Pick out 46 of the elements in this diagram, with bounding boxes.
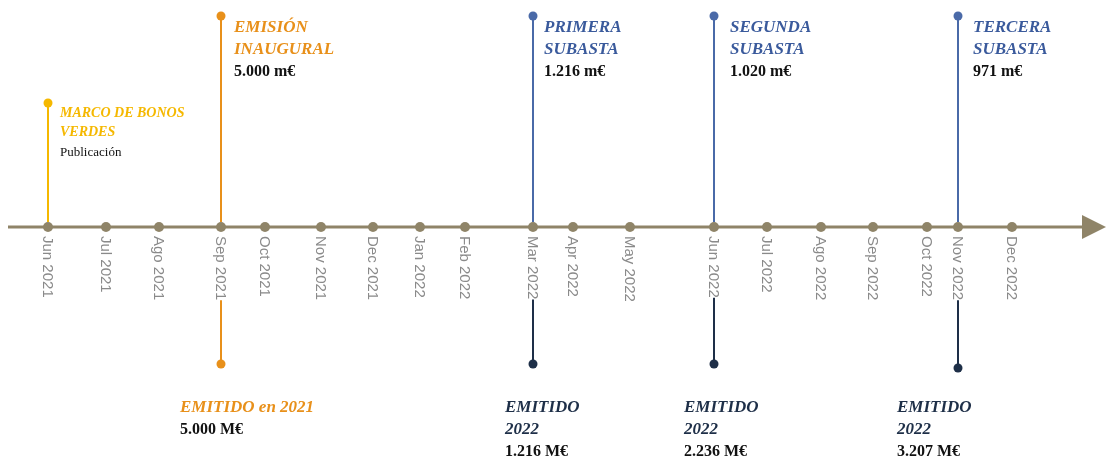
event-title: PRIMERA SUBASTA [544,16,622,60]
timeline-stem [528,298,538,369]
event-value: Publicación [60,143,123,161]
month-label: Nov 2022 [949,236,967,301]
timeline-stem [216,11,226,223]
event-value: 5.000 M€ [180,419,245,439]
month-label: Nov 2021 [312,236,330,301]
month-label: Sep 2021 [212,236,230,301]
month-label: Jul 2021 [97,236,115,293]
event-title: MARCO DE BONOS VERDES [60,104,186,141]
month-label: Apr 2022 [564,236,582,297]
month-label: Sep 2022 [864,236,882,301]
event-value: 1.020 m€ [730,61,793,81]
month-label: Jul 2022 [758,236,776,293]
month-label: Ago 2022 [812,236,830,301]
event-value: 5.000 m€ [234,61,297,81]
timeline-stem [709,296,719,369]
month-label: May 2022 [621,236,639,302]
event-title: EMITIDO en 2021 [180,396,316,418]
timeline-stem [953,11,963,223]
timeline-stem [528,11,538,223]
month-label: Dec 2021 [364,236,382,301]
month-label: Feb 2022 [456,236,474,300]
timeline-stem [709,11,719,223]
event-title: EMITIDO 2022 [684,396,760,440]
month-label: Mar 2022 [524,236,542,300]
event-title: SEGUNDA SUBASTA [730,16,812,60]
month-label: Oct 2022 [918,236,936,297]
event-value: 971 m€ [973,61,1024,81]
month-label: Jan 2022 [411,236,429,298]
timeline-stem [216,299,226,369]
month-label: Dec 2022 [1003,236,1021,301]
event-title: EMISIÓN INAUGURAL [234,16,336,60]
event-value: 2.236 M€ [684,441,749,459]
timeline-stem [43,98,53,223]
month-label: Jun 2021 [39,236,57,298]
month-label: Oct 2021 [256,236,274,297]
event-value: 3.207 M€ [897,441,962,459]
month-label: Jun 2022 [705,236,723,298]
event-title: EMITIDO 2022 [897,396,973,440]
event-title: EMITIDO 2022 [505,396,581,440]
event-title: TERCERA SUBASTA [973,16,1052,60]
event-value: 1.216 M€ [505,441,570,459]
event-value: 1.216 m€ [544,61,607,81]
timeline-stem [953,299,963,373]
month-label: Ago 2021 [150,236,168,301]
